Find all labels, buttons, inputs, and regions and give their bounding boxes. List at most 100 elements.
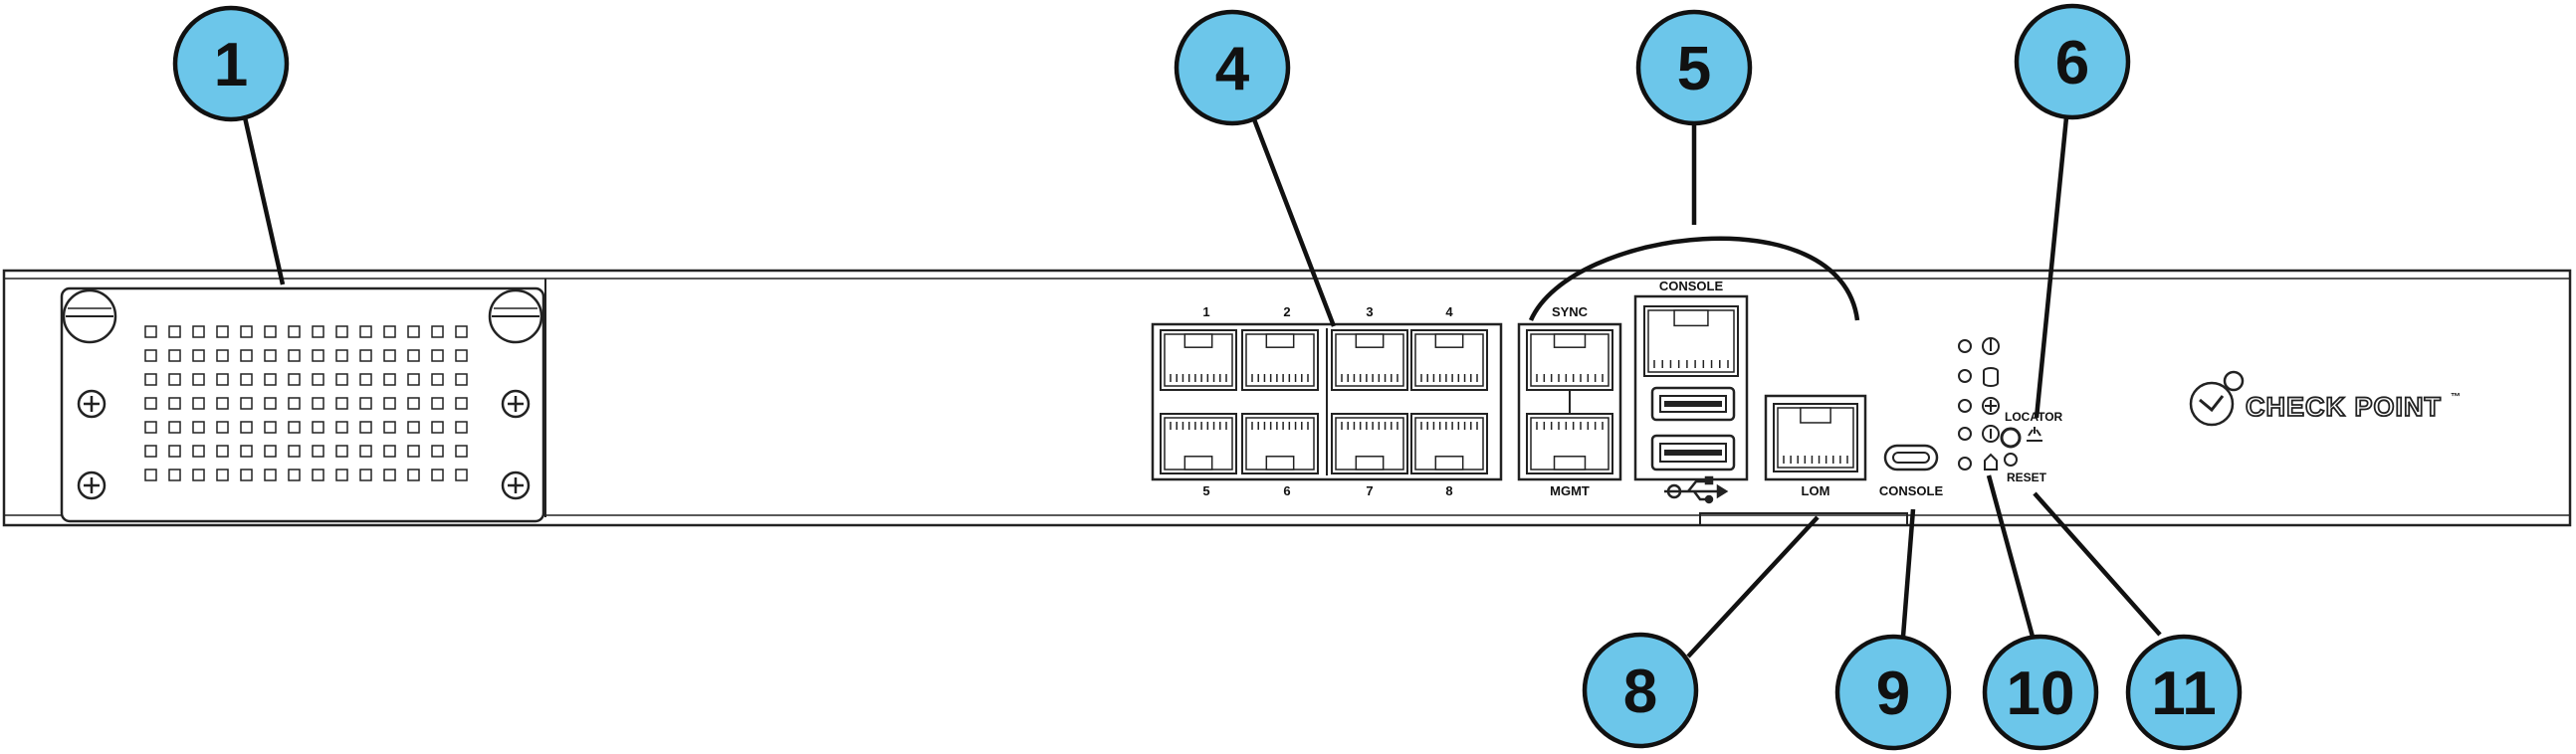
callout-leaders [242,116,2162,659]
vent-hole [312,469,324,481]
rj45-port[interactable] [1331,329,1408,391]
vent-hole [168,397,181,410]
vent-hole [240,373,253,386]
vent-hole [168,445,181,458]
rj45-port[interactable] [1241,413,1319,474]
callout-5: 5 [1635,9,1753,126]
vent-hole [431,445,444,458]
vent-hole [168,325,181,338]
vent-hole [455,349,468,362]
port-label-8: 8 [1445,483,1452,498]
port-label-2: 2 [1283,304,1290,319]
vent-hole [240,397,253,410]
check-point-logo: CHECK POINT ™ [2189,370,2461,427]
svg-text:9: 9 [1876,660,1910,728]
svg-text:10: 10 [2007,660,2075,728]
callout-1: 1 [172,5,290,122]
vent-hole [144,469,157,481]
port-label-3: 3 [1366,304,1373,319]
vent-hole [192,373,205,386]
led [1958,457,1972,471]
locator-label: LOCATOR [2005,410,2063,424]
thumb-screw-left[interactable] [62,288,117,344]
vent-hole [240,349,253,362]
locator-button[interactable] [2000,427,2022,449]
rj45-port[interactable] [1241,329,1319,391]
svg-text:4: 4 [1215,35,1250,103]
port-label-7: 7 [1366,483,1373,498]
port-label-6: 6 [1283,483,1290,498]
vent-hole [335,397,348,410]
usb-icon [1664,475,1729,504]
lom-port[interactable]: LOM [1764,394,1867,498]
vent-hole [455,325,468,338]
vent-hole [335,325,348,338]
usb-c-console-port[interactable]: CONSOLE [1879,444,1944,498]
vent-hole [288,445,301,458]
vent-hole [144,421,157,434]
rj45-port[interactable] [1410,329,1488,391]
usb-port-bottom[interactable] [1650,434,1736,471]
rj45-port[interactable] [1160,413,1237,474]
reset-pinhole[interactable] [2004,453,2018,467]
vent-hole [455,421,468,434]
vent-hole [431,397,444,410]
rj45-port[interactable] [1331,413,1408,474]
storage-icon [1983,367,1999,387]
vent-hole [264,421,277,434]
locator-light-icon [2027,427,2042,442]
led [1958,369,1972,383]
callout-11: 11 [2125,634,2243,751]
screw-icon [501,389,531,419]
rj45-port[interactable] [1773,403,1858,472]
port-label-5: 5 [1202,483,1209,498]
vent-hole [240,325,253,338]
vent-hole [288,373,301,386]
rj45-port[interactable] [1160,329,1237,391]
vent-hole [407,349,420,362]
usb-port-top[interactable] [1650,386,1736,422]
vent-hole [192,325,205,338]
vent-hole [168,349,181,362]
vent-hole [383,397,396,410]
thumb-screw-right[interactable] [488,288,543,344]
rj45-port[interactable] [1526,413,1613,474]
sync-mgmt-port-block: SYNC MGMT [1517,304,1622,498]
svg-text:11: 11 [2151,660,2217,728]
vent-hole [144,325,157,338]
vent-hole [264,349,277,362]
svg-text:6: 6 [2055,29,2089,97]
vent-hole [359,325,372,338]
vent-hole [216,325,229,338]
vent-hole [407,373,420,386]
vent-hole [431,373,444,386]
vent-hole [288,397,301,410]
callout-10: 10 [1982,634,2099,751]
vent-hole [383,325,396,338]
vent-hole [407,469,420,481]
vent-hole [359,469,372,481]
vent-hole [383,469,396,481]
vent-hole [144,373,157,386]
vent-hole [192,445,205,458]
vent-hole [168,421,181,434]
lom-label: LOM [1802,483,1830,498]
vent-hole [431,325,444,338]
vent-hole [144,445,157,458]
vent-hole [431,349,444,362]
info-icon [1982,425,2000,443]
vent-hole [216,469,229,481]
vent-hole [335,421,348,434]
svg-text:1: 1 [214,31,248,99]
rj45-port[interactable] [1526,329,1613,391]
vent-hole [216,373,229,386]
reset-label: RESET [2007,471,2047,484]
alert-icon [1982,397,2000,415]
vent-hole [144,397,157,410]
vent-hole [431,421,444,434]
rj45-port[interactable] [1643,305,1739,377]
vent-hole [240,469,253,481]
rj45-port[interactable] [1410,413,1488,474]
vent-hole [216,445,229,458]
